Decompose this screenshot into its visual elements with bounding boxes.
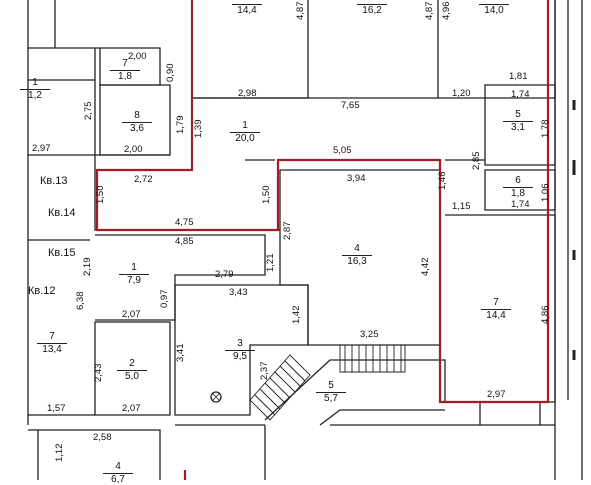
dim-label: 1,12	[54, 443, 65, 463]
dim-label: 4,75	[175, 217, 194, 228]
wall-room-6	[484, 169, 556, 211]
wall-room-5	[484, 84, 556, 166]
dim-label: 1,79	[175, 115, 186, 135]
dim-label: 4,85	[175, 236, 194, 247]
wall-bottom	[28, 402, 555, 480]
dim-label: 2,58	[93, 432, 112, 443]
dim-label: 2,87	[282, 221, 293, 241]
dim-label: 2,79	[215, 269, 234, 280]
apartment-label-kv14: Кв.14	[48, 207, 76, 219]
dim-label: 1,74	[511, 89, 530, 100]
wall-top-left	[27, 0, 100, 49]
dim-label: 2,97	[32, 143, 51, 154]
dim-label: 4,86	[540, 305, 551, 325]
stairs-center	[339, 344, 406, 373]
dim-label: 2,85	[471, 151, 482, 171]
room-label-top3: 316,2	[357, 0, 387, 16]
dim-label: 2,97	[487, 389, 506, 400]
apartment-label-kv13: Кв.13	[40, 175, 68, 187]
apartment-label-kv12: Кв.12	[28, 285, 56, 297]
dim-label: 2,98	[238, 88, 257, 99]
highlight-apartment-outline	[95, 0, 550, 480]
dim-label: 1,42	[291, 305, 302, 325]
dim-label: 1,46	[437, 171, 448, 191]
dim-label: 2,00	[128, 51, 147, 62]
wall-room-3	[174, 284, 309, 416]
dim-label: 1,81	[509, 71, 528, 82]
utility-riser-icon	[210, 391, 222, 403]
dim-label: 2,43	[93, 363, 104, 383]
dim-label: 0,90	[165, 63, 176, 83]
dim-label: 2,07	[122, 403, 141, 414]
dim-label: 3,25	[360, 329, 379, 340]
dim-label: 1,15	[452, 201, 471, 212]
dim-label: 1,50	[95, 185, 106, 205]
dim-label: 1,21	[265, 253, 276, 273]
dim-label: 2,75	[83, 101, 94, 121]
dim-label: 1,57	[47, 403, 66, 414]
dim-label: 4,42	[420, 257, 431, 277]
wall-room-2	[94, 321, 171, 416]
dim-label: 1,20	[452, 88, 471, 99]
entrance-bay	[264, 359, 446, 426]
wall-room-1a	[28, 48, 96, 155]
dim-label: 1,78	[540, 119, 551, 139]
dim-label: 3,41	[175, 343, 186, 363]
dim-label: 0,97	[159, 289, 170, 309]
dim-label: 1,06	[540, 183, 551, 203]
room-label-top4: 414,0	[479, 0, 509, 16]
dim-label: 2,72	[134, 174, 153, 185]
room-label-top2: 214,4	[232, 0, 262, 16]
wall-room-1b	[95, 234, 266, 321]
apartment-label-kv15: Кв.15	[48, 247, 76, 259]
dim-label: 1,50	[261, 185, 272, 205]
wall-right-outer	[554, 0, 583, 480]
dim-label: 3,94	[347, 173, 366, 184]
dim-label: 7,65	[341, 100, 360, 111]
dim-label: 4,87	[424, 1, 435, 21]
dim-label: 2,37	[259, 361, 270, 381]
dim-label: 5,05	[333, 145, 352, 156]
dim-label: 1,74	[511, 199, 530, 210]
dim-label: 4,96	[441, 1, 452, 21]
stairs-diagonal	[249, 354, 311, 421]
dim-label: 6,38	[75, 291, 86, 311]
dim-label: 4,87	[295, 1, 306, 21]
dim-label: 1,39	[193, 119, 204, 139]
dim-label: 2,07	[122, 309, 141, 320]
dim-label: 3,43	[229, 287, 248, 298]
dim-label: 2,00	[124, 144, 143, 155]
dim-label: 2,19	[82, 257, 93, 277]
wall-hall	[28, 97, 555, 156]
